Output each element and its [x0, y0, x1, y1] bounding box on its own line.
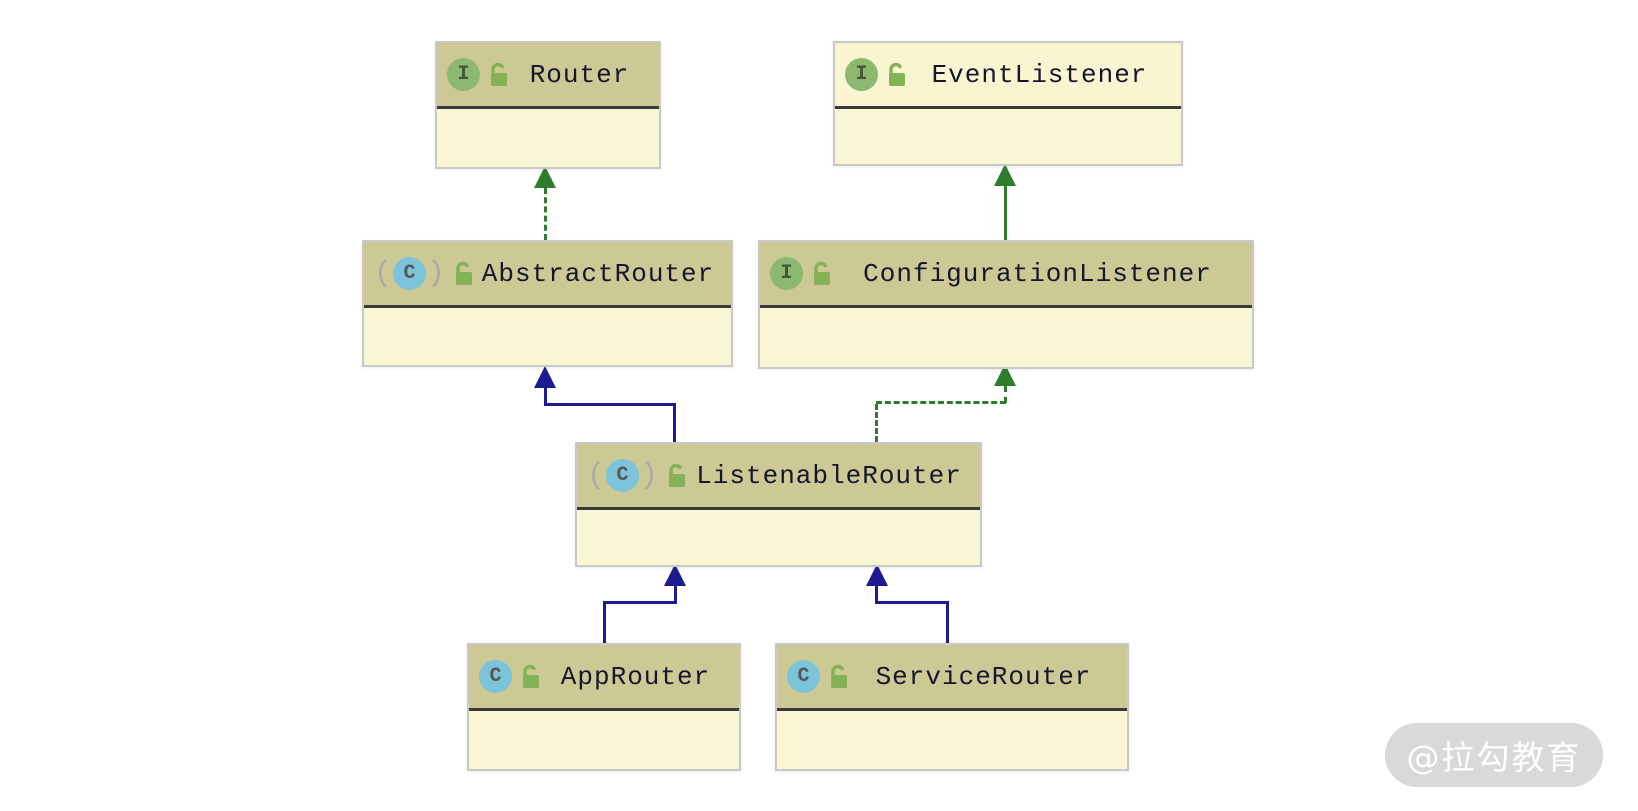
class-body: [437, 109, 659, 167]
class-name: ListenableRouter: [696, 460, 962, 491]
class-body: [777, 711, 1127, 769]
class-icon: C: [787, 660, 820, 693]
class-box-listenablerouter[interactable]: C ListenableRouter: [575, 442, 982, 567]
arrowhead-up-icon: [664, 564, 686, 586]
class-header: I ConfigurationListener: [760, 242, 1252, 308]
class-header: C AbstractRouter: [364, 242, 731, 308]
edge-line: [875, 601, 949, 604]
class-body: [364, 308, 731, 365]
class-name: ServiceRouter: [875, 661, 1092, 692]
public-lock-icon: [452, 261, 475, 287]
class-header: I EventListener: [835, 43, 1181, 109]
edge-line: [876, 401, 1006, 404]
class-box-abstractrouter[interactable]: C AbstractRouter: [362, 240, 733, 367]
abstract-class-icon: C: [587, 459, 658, 493]
public-lock-icon: [487, 62, 510, 88]
class-header: C ServiceRouter: [777, 645, 1127, 711]
arrowhead-up-icon: [534, 166, 556, 188]
edge-line: [603, 604, 606, 643]
public-lock-icon: [885, 62, 908, 88]
interface-icon: I: [845, 58, 878, 91]
edge-line: [544, 403, 676, 406]
class-name: Router: [529, 59, 630, 90]
edge-line: [1004, 186, 1007, 240]
arrowhead-up-icon: [994, 364, 1016, 386]
abstract-class-icon: C: [374, 257, 445, 291]
public-lock-icon: [810, 261, 833, 287]
watermark: @拉勾教育: [1385, 723, 1603, 787]
class-header: I Router: [437, 43, 659, 109]
edge-line: [946, 604, 949, 643]
class-name: ConfigurationListener: [863, 258, 1212, 289]
interface-icon: I: [770, 257, 803, 290]
class-name: EventListener: [931, 59, 1148, 90]
class-body: [577, 510, 980, 565]
edge-line: [674, 586, 677, 603]
class-box-approuter[interactable]: C AppRouter: [467, 643, 741, 771]
class-body: [835, 109, 1181, 164]
class-header: C AppRouter: [469, 645, 739, 711]
edge-line: [544, 388, 547, 405]
edge-line: [875, 586, 878, 603]
edge-line: [875, 404, 878, 442]
class-box-configurationlistener[interactable]: I ConfigurationListener: [758, 240, 1254, 369]
arrowhead-up-icon: [534, 366, 556, 388]
class-name: AbstractRouter: [481, 258, 715, 289]
interface-icon: I: [447, 58, 480, 91]
arrowhead-up-icon: [994, 164, 1016, 186]
class-box-router[interactable]: I Router: [435, 41, 661, 169]
class-box-servicerouter[interactable]: C ServiceRouter: [775, 643, 1129, 771]
edge-line: [1004, 386, 1007, 403]
edge-line: [603, 601, 677, 604]
arrowhead-up-icon: [866, 564, 888, 586]
class-body: [469, 711, 739, 769]
class-header: C ListenableRouter: [577, 444, 980, 510]
class-name: AppRouter: [560, 661, 711, 692]
class-body: [760, 308, 1252, 367]
public-lock-icon: [519, 664, 542, 690]
public-lock-icon: [827, 664, 850, 690]
edge-line: [544, 188, 547, 240]
edge-line: [673, 405, 676, 442]
public-lock-icon: [665, 463, 688, 489]
class-box-eventlistener[interactable]: I EventListener: [833, 41, 1183, 166]
class-icon: C: [479, 660, 512, 693]
